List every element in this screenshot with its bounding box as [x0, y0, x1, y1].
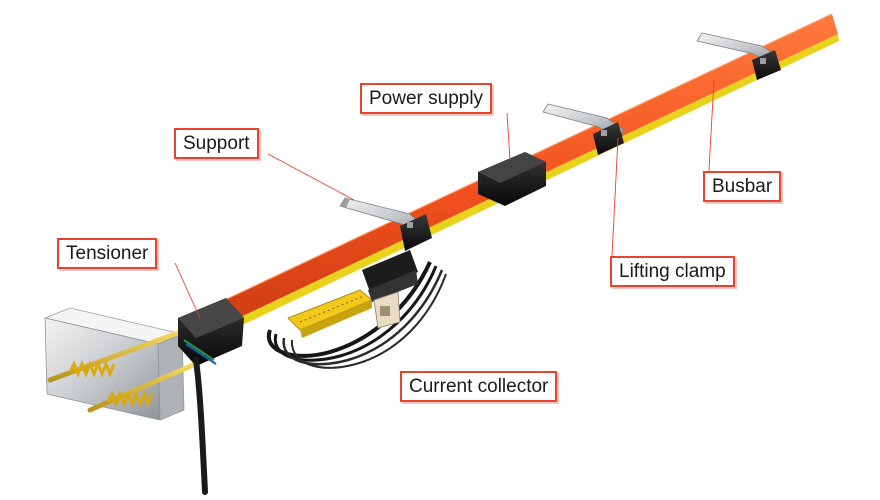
label-tensioner: Tensioner — [57, 238, 158, 269]
leader-lines — [174, 79, 715, 319]
current-collector — [266, 250, 447, 369]
leader-line-support — [267, 153, 355, 201]
leader-line-lifting-clamp — [611, 137, 619, 257]
label-lifting-clamp: Lifting clamp — [610, 256, 735, 287]
leader-line-tensioner — [174, 262, 201, 319]
label-support: Support — [174, 128, 259, 159]
tensioner — [43, 298, 244, 495]
label-current-collector: Current collector — [400, 371, 558, 402]
label-busbar: Busbar — [703, 171, 782, 202]
lifting-clamp-1 — [400, 214, 432, 251]
lifting-clamp-2 — [593, 122, 624, 155]
label-power-supply: Power supply — [360, 83, 493, 114]
lifting-clamp-3 — [752, 50, 781, 80]
leader-line-power-supply — [506, 112, 511, 161]
leader-line-busbar — [707, 79, 715, 189]
power-supply-box — [478, 152, 546, 206]
